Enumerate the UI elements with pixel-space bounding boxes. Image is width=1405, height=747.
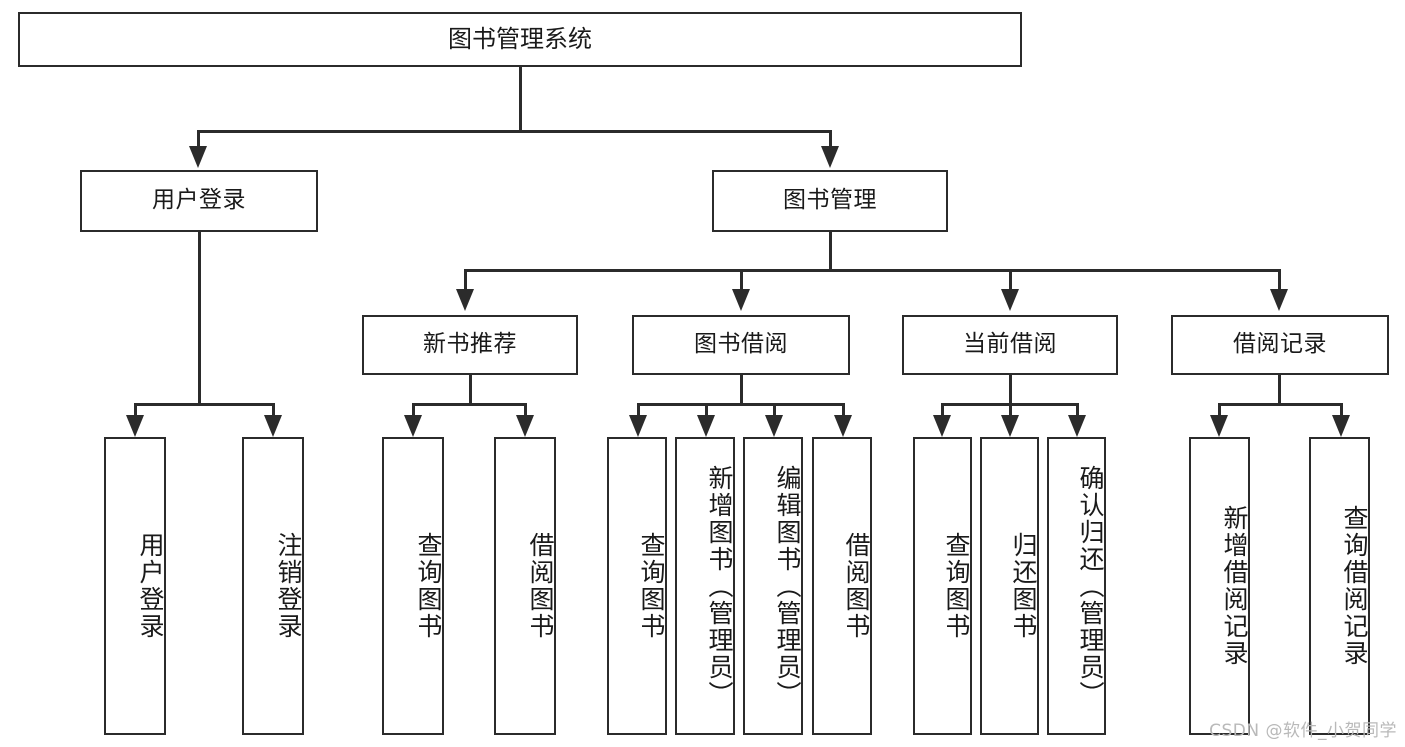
leaf-book-borrow-2[interactable]: 编辑图书（管理员） [743, 437, 803, 735]
edge-book-mgmt-bus [464, 269, 1280, 272]
leaf-current-borrow-2[interactable]: 确认归还（管理员） [1047, 437, 1106, 735]
edge-book-mgmt-to-l3-2 [1009, 269, 1012, 291]
watermark: CSDN @软件_小贺同学 [1209, 721, 1397, 741]
node-label: 当前借阅 [963, 331, 1057, 358]
arrow-book-mgmt-to-l3-2 [1001, 289, 1019, 311]
leaf-new-book-1[interactable]: 借阅图书 [494, 437, 556, 735]
edge-root-stem [519, 67, 522, 130]
leaf-user-login-1[interactable]: 注销登录 [242, 437, 304, 735]
edge-book-borrow-to-leaf-1 [705, 403, 708, 417]
node-label: 确认归还（管理员） [1076, 464, 1105, 708]
node-borrow-record[interactable]: 借阅记录 [1171, 315, 1389, 375]
arrow-current-borrow-to-leaf-1 [1001, 415, 1019, 437]
arrow-root-to-user-login [189, 146, 207, 168]
node-label: 查询图书 [942, 532, 971, 640]
edge-borrow-record-stem [1278, 375, 1281, 405]
arrow-book-borrow-to-leaf-2 [765, 415, 783, 437]
node-label: 查询图书 [637, 532, 666, 640]
leaf-borrow-record-1[interactable]: 查询借阅记录 [1309, 437, 1370, 735]
node-book-management[interactable]: 图书管理 [712, 170, 948, 232]
edge-book-mgmt-to-l3-3 [1278, 269, 1281, 291]
edge-book-borrow-to-leaf-3 [842, 403, 845, 417]
leaf-new-book-0[interactable]: 查询图书 [382, 437, 444, 735]
edge-book-mgmt-to-l3-0 [464, 269, 467, 291]
edge-book-borrow-to-leaf-0 [637, 403, 640, 417]
edge-new-book-bus [412, 403, 526, 406]
edge-current-borrow-to-leaf-0 [941, 403, 944, 417]
edge-book-borrow-to-leaf-2 [773, 403, 776, 417]
leaf-borrow-record-0[interactable]: 新增借阅记录 [1189, 437, 1250, 735]
arrow-book-borrow-to-leaf-0 [629, 415, 647, 437]
arrow-new-book-to-leaf-1 [516, 415, 534, 437]
node-label: 用户登录 [136, 532, 165, 640]
edge-book-borrow-bus [637, 403, 842, 406]
edge-current-borrow-to-leaf-2 [1076, 403, 1079, 417]
arrow-user-login-to-leaf-1 [264, 415, 282, 437]
edge-book-mgmt-to-l3-1 [740, 269, 743, 291]
leaf-user-login-0[interactable]: 用户登录 [104, 437, 166, 735]
node-label: 查询图书 [414, 532, 443, 640]
arrow-book-mgmt-to-l3-1 [732, 289, 750, 311]
node-current-borrow[interactable]: 当前借阅 [902, 315, 1118, 375]
node-label: 新增借阅记录 [1220, 505, 1249, 667]
node-label: 查询借阅记录 [1340, 505, 1369, 667]
leaf-current-borrow-0[interactable]: 查询图书 [913, 437, 972, 735]
arrow-book-mgmt-to-l3-3 [1270, 289, 1288, 311]
node-root-system[interactable]: 图书管理系统 [18, 12, 1022, 67]
edge-user-login-stem [198, 232, 201, 405]
node-new-book-recommend[interactable]: 新书推荐 [362, 315, 578, 375]
edge-root-to-book-mgmt [829, 130, 832, 148]
node-label: 图书借阅 [694, 331, 788, 358]
node-label: 注销登录 [274, 532, 303, 640]
node-user-login[interactable]: 用户登录 [80, 170, 318, 232]
node-label: 归还图书 [1009, 532, 1038, 640]
arrow-book-borrow-to-leaf-3 [834, 415, 852, 437]
arrow-book-borrow-to-leaf-1 [697, 415, 715, 437]
node-label: 借阅记录 [1233, 331, 1327, 358]
node-label: 用户登录 [152, 187, 246, 214]
edge-user-login-bus [134, 403, 272, 406]
node-label: 编辑图书（管理员） [773, 464, 802, 708]
leaf-book-borrow-0[interactable]: 查询图书 [607, 437, 667, 735]
edge-new-book-stem [469, 375, 472, 405]
edge-current-borrow-to-leaf-1 [1009, 403, 1012, 417]
node-label: 新书推荐 [423, 331, 517, 358]
edge-new-book-to-leaf-0 [412, 403, 415, 417]
node-label: 图书管理 [783, 187, 877, 214]
edge-book-mgmt-stem [829, 232, 832, 271]
arrow-user-login-to-leaf-0 [126, 415, 144, 437]
arrow-book-mgmt-to-l3-0 [456, 289, 474, 311]
arrow-root-to-book-mgmt [821, 146, 839, 168]
node-label: 图书管理系统 [448, 25, 592, 54]
edge-book-borrow-stem [740, 375, 743, 405]
arrow-new-book-to-leaf-0 [404, 415, 422, 437]
edge-borrow-record-to-leaf-0 [1218, 403, 1221, 417]
edge-current-borrow-stem [1009, 375, 1012, 405]
edge-new-book-to-leaf-1 [524, 403, 527, 417]
node-label: 借阅图书 [526, 532, 555, 640]
edge-root-to-user-login [197, 130, 200, 148]
leaf-book-borrow-3[interactable]: 借阅图书 [812, 437, 872, 735]
node-book-borrow[interactable]: 图书借阅 [632, 315, 850, 375]
edge-user-login-to-leaf-1 [272, 403, 275, 417]
arrow-borrow-record-to-leaf-0 [1210, 415, 1228, 437]
edge-user-login-to-leaf-0 [134, 403, 137, 417]
node-label: 借阅图书 [842, 532, 871, 640]
arrow-borrow-record-to-leaf-1 [1332, 415, 1350, 437]
arrow-current-borrow-to-leaf-2 [1068, 415, 1086, 437]
node-label: 新增图书（管理员） [705, 464, 734, 708]
edge-borrow-record-bus [1218, 403, 1342, 406]
arrow-current-borrow-to-leaf-0 [933, 415, 951, 437]
edge-root-bus [197, 130, 831, 133]
leaf-book-borrow-1[interactable]: 新增图书（管理员） [675, 437, 735, 735]
edge-borrow-record-to-leaf-1 [1340, 403, 1343, 417]
leaf-current-borrow-1[interactable]: 归还图书 [980, 437, 1039, 735]
